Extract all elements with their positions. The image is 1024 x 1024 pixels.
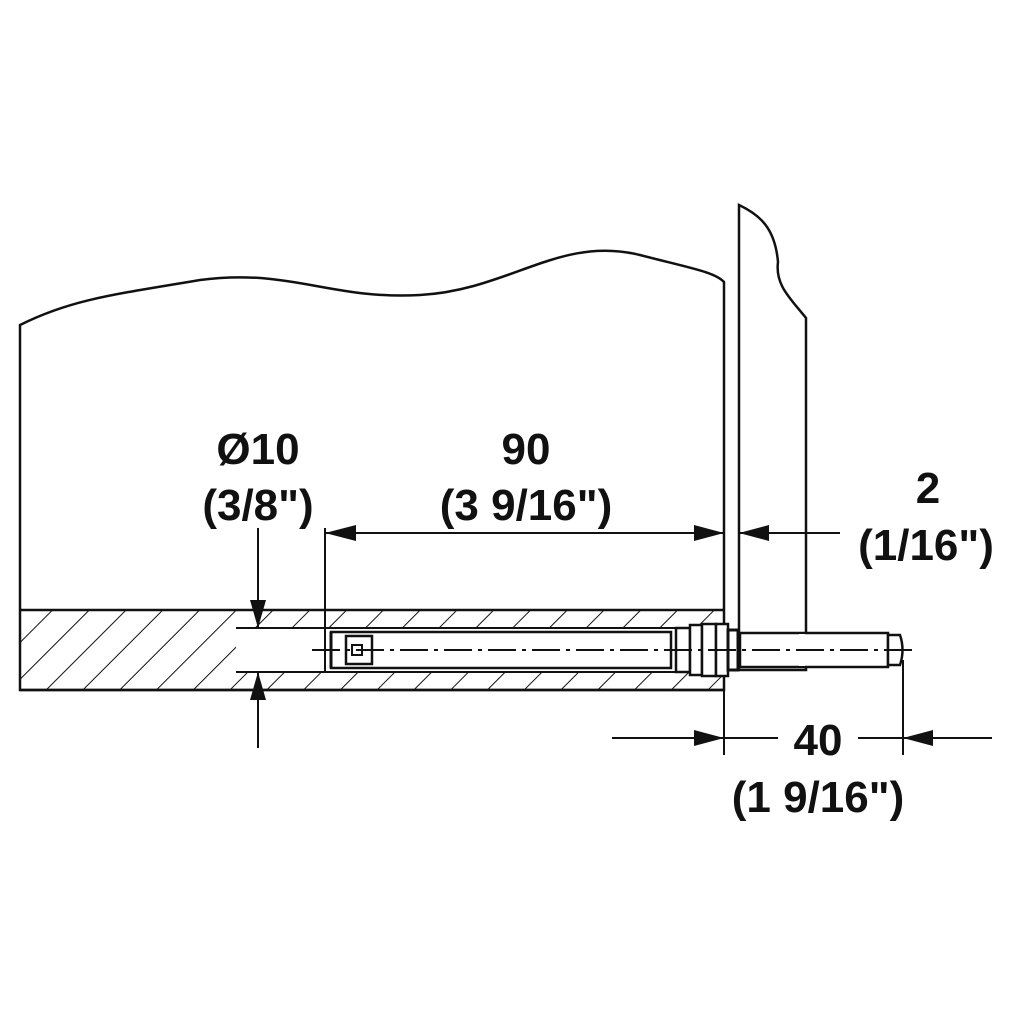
- projection-imperial-label: (1 9/16"): [732, 773, 905, 822]
- diameter-dimension: [250, 528, 266, 748]
- gap-dimension: [739, 525, 840, 541]
- diameter-metric-label: Ø10: [216, 425, 299, 474]
- cabinet-panel: [18, 249, 726, 692]
- depth-dimension: [324, 525, 724, 672]
- projection-dimension: [612, 660, 992, 755]
- door-panel: [737, 203, 808, 672]
- depth-imperial-label: (3 9/16"): [440, 481, 613, 530]
- projection-metric-label: 40: [794, 716, 843, 765]
- depth-metric-label: 90: [502, 425, 551, 474]
- diameter-imperial-label: (3/8"): [202, 481, 313, 530]
- gap-metric-label: 2: [916, 464, 940, 513]
- gap-imperial-label: (1/16"): [858, 521, 994, 570]
- push-latch-body: [329, 622, 740, 678]
